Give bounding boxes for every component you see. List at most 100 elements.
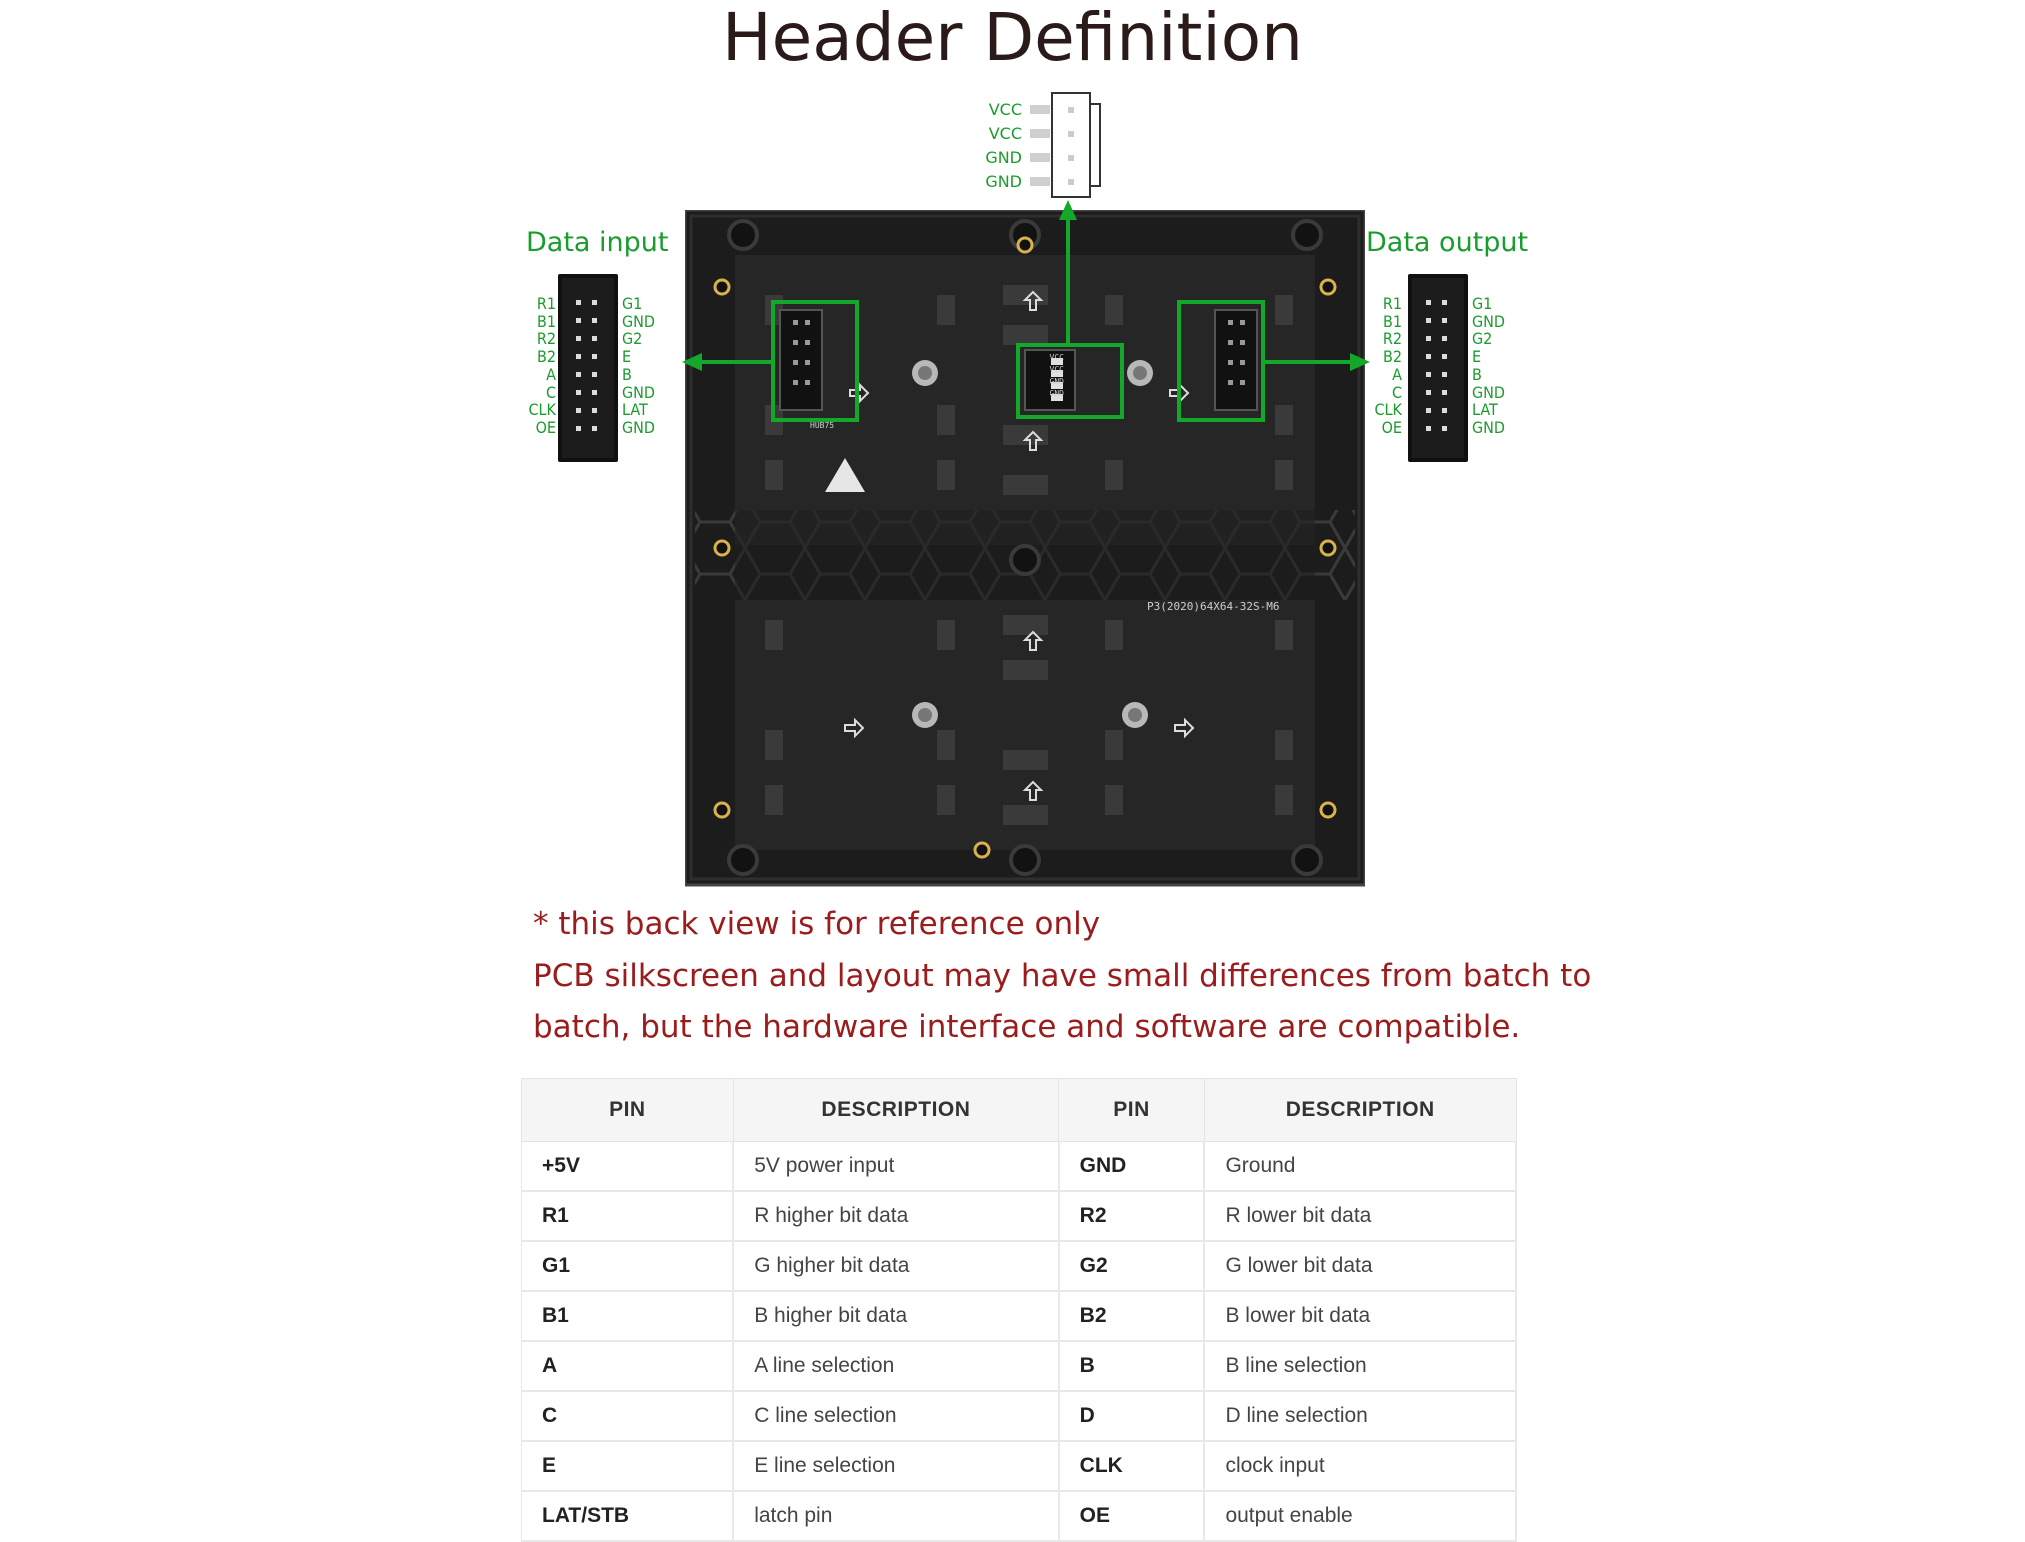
- table-header: DESCRIPTION: [732, 1078, 1060, 1142]
- pin-cell: B2: [1058, 1291, 1206, 1342]
- pin-cell: A: [521, 1341, 735, 1392]
- pin-label: C: [545, 382, 556, 402]
- board-pin-label: GND: [1049, 389, 1064, 398]
- description-cell: D line selection: [1204, 1391, 1517, 1442]
- power-header-labels: VCC VCC GND GND: [960, 98, 1022, 194]
- description-cell: C line selection: [733, 1391, 1060, 1442]
- board-connector-text: HUB75: [810, 421, 835, 430]
- pin-label: E: [1472, 347, 1482, 367]
- page-title: Header Definition: [722, 0, 1303, 76]
- pin-cell: R2: [1058, 1191, 1206, 1242]
- board-pin-label: VCC: [1049, 353, 1064, 362]
- table-row: A A line selection B B line selection: [521, 1341, 1517, 1392]
- table-row: G1 G higher bit data G2 G lower bit data: [521, 1241, 1517, 1292]
- pin-label: CLK: [1374, 400, 1402, 420]
- data-input-header: [558, 274, 618, 462]
- description-cell: B lower bit data: [1204, 1291, 1517, 1342]
- pin-label: E: [622, 347, 632, 367]
- description-cell: output enable: [1204, 1491, 1517, 1542]
- table-header: DESCRIPTION: [1203, 1078, 1517, 1142]
- board-pin-label: VCC: [1049, 365, 1064, 374]
- pin-label: B: [622, 364, 632, 384]
- data-output-right-pins: G1 GND G2 E B GND LAT GND: [1472, 295, 1528, 437]
- pin-label: OE: [535, 417, 556, 437]
- description-cell: B higher bit data: [733, 1291, 1060, 1342]
- description-cell: A line selection: [733, 1341, 1060, 1392]
- data-output-label: Data output: [1366, 227, 1529, 258]
- description-cell: Ground: [1204, 1141, 1517, 1192]
- table-header-row: PIN DESCRIPTION PIN DESCRIPTION: [521, 1078, 1517, 1142]
- pin-label: A: [1392, 364, 1402, 384]
- description-cell: R higher bit data: [733, 1191, 1060, 1242]
- pin-cell: OE: [1058, 1491, 1206, 1542]
- pin-label: GND: [1472, 382, 1506, 402]
- batch-note-line-2: batch, but the hardware interface and so…: [533, 1009, 1521, 1045]
- pin-cell: CLK: [1058, 1441, 1206, 1492]
- pin-cell: B: [1058, 1341, 1206, 1392]
- power-pin-label: GND: [985, 148, 1022, 167]
- pin-cell: GND: [1058, 1141, 1206, 1192]
- board-model-text: P3(2020)64X64-32S-M6: [1147, 600, 1280, 613]
- pin-label: OE: [1381, 417, 1402, 437]
- pin-cell: G2: [1058, 1241, 1206, 1292]
- table-header: PIN: [1058, 1078, 1205, 1142]
- pin-label: B1: [1382, 311, 1402, 331]
- power-connector-icon: [1030, 92, 1101, 198]
- data-output-left-pins: R1 B1 R2 B2 A C CLK OE: [1346, 295, 1402, 437]
- pin-cell: B1: [521, 1291, 735, 1342]
- data-input-label: Data input: [526, 227, 669, 258]
- pin-label: LAT: [622, 400, 648, 420]
- pin-label: G1: [622, 294, 643, 313]
- description-cell: B line selection: [1204, 1341, 1517, 1392]
- description-cell: E line selection: [733, 1441, 1060, 1492]
- table-row: LAT/STB latch pin OE output enable: [521, 1491, 1517, 1542]
- pin-label: B1: [536, 311, 556, 331]
- pin-label: R2: [1382, 329, 1402, 349]
- pin-cell: D: [1058, 1391, 1206, 1442]
- pin-label: B2: [536, 347, 556, 367]
- pin-cell: E: [521, 1441, 735, 1492]
- power-pin-label: VCC: [988, 124, 1022, 143]
- description-cell: 5V power input: [733, 1141, 1060, 1192]
- pin-label: R2: [536, 329, 556, 349]
- data-input-left-pins: R1 B1 R2 B2 A C CLK OE: [500, 295, 556, 437]
- table-header: PIN: [521, 1078, 734, 1142]
- pin-label: CLK: [528, 400, 556, 420]
- description-cell: R lower bit data: [1204, 1191, 1517, 1242]
- reference-note: * this back view is for reference only: [533, 906, 1101, 942]
- pin-label: GND: [622, 311, 656, 331]
- description-cell: G lower bit data: [1204, 1241, 1517, 1292]
- data-output-header: [1408, 274, 1468, 462]
- pin-description-table: PIN DESCRIPTION PIN DESCRIPTION +5V 5V p…: [521, 1078, 1517, 1542]
- pin-label: C: [1391, 382, 1402, 402]
- batch-note-line-1: PCB silkscreen and layout may have small…: [533, 958, 1592, 994]
- pin-label: A: [546, 364, 556, 384]
- pin-label: GND: [622, 417, 656, 437]
- led-panel-back-view: [685, 210, 1365, 887]
- power-pin-label: GND: [985, 172, 1022, 191]
- pin-label: B: [1472, 364, 1482, 384]
- pin-label: R1: [536, 294, 556, 313]
- pin-label: LAT: [1472, 400, 1498, 420]
- pin-label: GND: [1472, 311, 1506, 331]
- board-power-pins: VCC VCC GND GND: [1030, 352, 1064, 400]
- board-pin-label: GND: [1049, 377, 1064, 386]
- pin-label: GND: [622, 382, 656, 402]
- table-row: E E line selection CLK clock input: [521, 1441, 1517, 1492]
- description-cell: clock input: [1204, 1441, 1517, 1492]
- description-cell: G higher bit data: [733, 1241, 1060, 1292]
- pin-label: R1: [1382, 294, 1402, 313]
- table-row: R1 R higher bit data R2 R lower bit data: [521, 1191, 1517, 1242]
- pin-cell: R1: [521, 1191, 735, 1242]
- table-row: C C line selection D D line selection: [521, 1391, 1517, 1442]
- pin-label: G1: [1472, 294, 1493, 313]
- pin-cell: +5V: [521, 1141, 735, 1192]
- pin-label: G2: [1472, 329, 1493, 349]
- description-cell: latch pin: [733, 1491, 1060, 1542]
- table-row: B1 B higher bit data B2 B lower bit data: [521, 1291, 1517, 1342]
- pin-label: GND: [1472, 417, 1506, 437]
- pin-cell: LAT/STB: [521, 1491, 735, 1542]
- pin-label: G2: [622, 329, 643, 349]
- data-input-right-pins: G1 GND G2 E B GND LAT GND: [622, 295, 678, 437]
